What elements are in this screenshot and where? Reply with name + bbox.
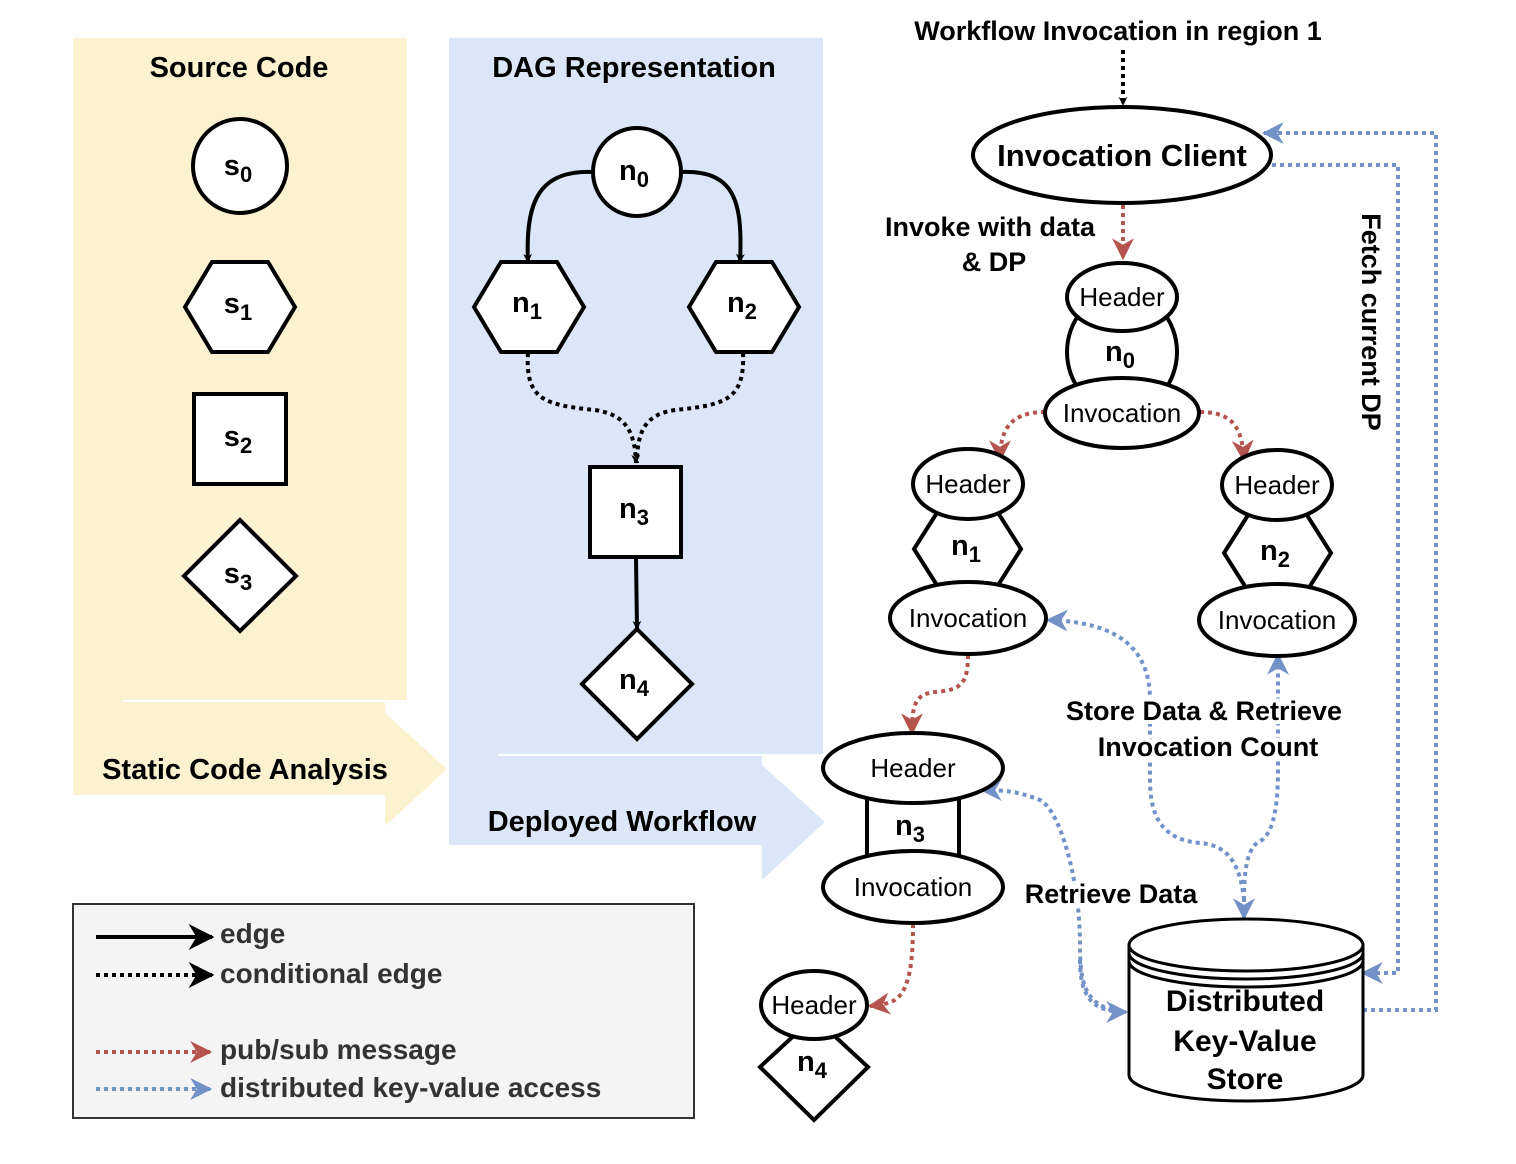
invoke-with-data-label-line2: & DP [962,247,1027,277]
svg-text:n1: n1 [951,530,981,567]
dag-node-n4: n4 [579,626,695,742]
source-node-s0: s0 [191,117,289,215]
source-node-s1: s1 [182,260,298,354]
svg-text:Distributed: Distributed [1166,985,1324,1018]
svg-text:Invocation: Invocation [909,603,1028,633]
legend-conditional-edge-label: conditional edge [220,958,442,989]
svg-text:Header: Header [925,469,1011,499]
static-code-analysis-label: Static Code Analysis [102,754,388,786]
svg-text:s2: s2 [224,421,252,458]
fetch-dp-label: Fetch current DP [1356,213,1386,431]
workflow-node-n4: Header n4 [757,969,871,1123]
workflow-node-n3: Header Invocation n3 [821,731,1005,925]
svg-text:Invocation Count: Invocation Count [1098,732,1318,762]
svg-text:s3: s3 [224,558,252,595]
retrieve-data-label: Retrieve Data [1025,879,1199,909]
legend-kv-access-label: distributed key-value access [220,1072,601,1103]
svg-text:Invocation: Invocation [854,872,973,902]
kv-store-cylinder: Distributed Key-Value Store [1127,917,1365,1103]
invoke-with-data-label-line1: Invoke with data [885,212,1096,242]
source-node-s2: s2 [192,392,288,486]
legend-pubsub-label: pub/sub message [220,1034,457,1065]
workflow-invocation-label: Workflow Invocation in region 1 [914,16,1322,46]
workflow-node-n0: Header Invocation n0 [1043,261,1201,450]
dag-title: DAG Representation [492,52,776,84]
svg-text:n2: n2 [1260,535,1290,572]
svg-text:n0: n0 [619,155,649,192]
dag-node-n0: n0 [591,126,683,218]
svg-text:Header: Header [771,990,857,1020]
svg-text:Invocation: Invocation [1218,605,1337,635]
svg-text:Invocation: Invocation [1063,398,1182,428]
svg-text:Header: Header [1079,282,1165,312]
svg-text:Store Data & Retrieve: Store Data & Retrieve [1066,696,1342,726]
dag-node-n1: n1 [471,260,587,354]
legend-edge-label: edge [220,918,285,949]
svg-text:n3: n3 [895,810,925,847]
svg-text:Store: Store [1207,1063,1284,1096]
deployed-workflow-label: Deployed Workflow [488,806,757,838]
svg-text:Key-Value: Key-Value [1173,1025,1316,1058]
svg-text:n0: n0 [1105,336,1135,373]
svg-text:s1: s1 [224,288,252,325]
svg-text:n3: n3 [619,493,649,530]
svg-text:n4: n4 [619,664,650,701]
invocation-client: Invocation Client [971,105,1273,205]
workflow-node-n1: Header Invocation n1 [888,447,1048,656]
kv-access-edges [979,122,1438,1023]
source-node-s3: s3 [181,517,299,634]
svg-text:Header: Header [870,753,956,783]
dag-edges [523,169,746,630]
source-code-title: Source Code [150,52,329,84]
pubsub-edges [867,205,1254,1015]
svg-text:Header: Header [1234,470,1320,500]
svg-text:Invocation Client: Invocation Client [997,138,1247,173]
svg-text:n2: n2 [727,287,757,324]
svg-text:n1: n1 [512,287,542,324]
store-retrieve-label: Store Data & Retrieve Invocation Count [1062,692,1346,766]
svg-text:s0: s0 [224,150,252,187]
svg-text:n4: n4 [797,1046,828,1083]
dag-node-n2: n2 [686,260,802,354]
workflow-node-n2: Header Invocation n2 [1197,448,1357,658]
dag-node-n3: n3 [588,465,683,559]
legend: edge conditional edge pub/sub message di… [72,903,695,1119]
